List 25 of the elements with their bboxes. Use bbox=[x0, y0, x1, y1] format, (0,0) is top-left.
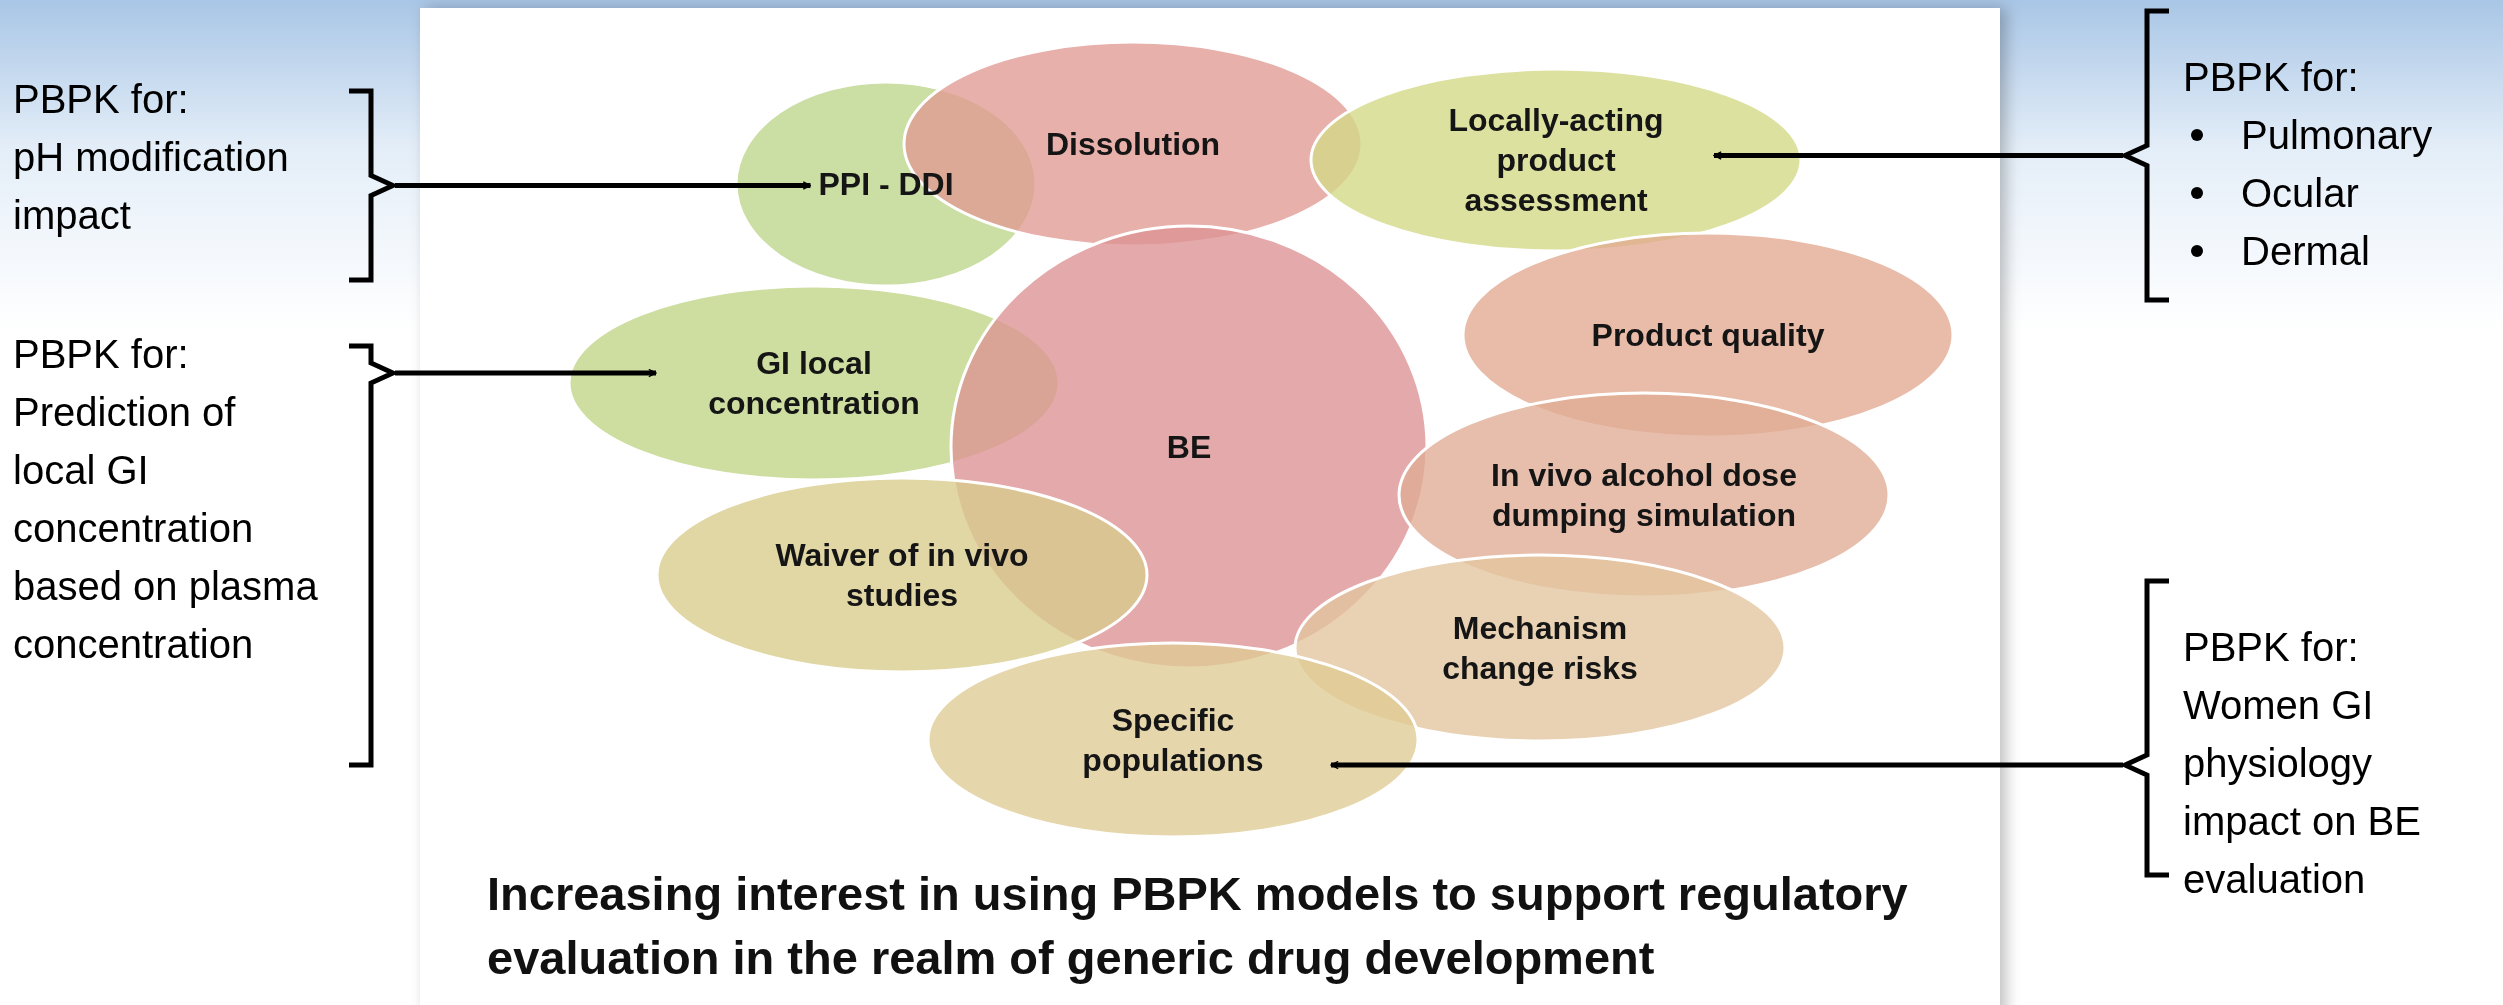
arrow bbox=[395, 181, 812, 190]
note-text: PBPK for: bbox=[13, 331, 190, 378]
ellipse-label: BE bbox=[1166, 428, 1212, 467]
ellipse-label: Locally-acting product assessment bbox=[1447, 101, 1665, 220]
note-text: PBPK for: bbox=[2183, 624, 2360, 671]
ellipse-label: PPI - DDI bbox=[818, 165, 954, 204]
note-text: Pulmonary bbox=[2241, 112, 2433, 159]
ellipse-label: In vivo alcohol dose dumping simulation bbox=[1490, 456, 1798, 535]
note-text: Dermal bbox=[2241, 228, 2370, 275]
note-text: Prediction of local GI concentration based on plasma concentration bbox=[13, 389, 319, 668]
ellipse-label: Specific populations bbox=[1081, 701, 1265, 780]
arrow bbox=[1713, 151, 2123, 160]
ellipse-label: Mechanism change risks bbox=[1441, 609, 1639, 688]
ellipse-label: Waiver of in vivo studies bbox=[774, 536, 1030, 615]
ellipse-label: GI local concentration bbox=[707, 344, 921, 423]
arrow bbox=[395, 368, 657, 378]
note-text: Ocular bbox=[2241, 170, 2359, 217]
note-text: pH modification impact bbox=[13, 134, 290, 239]
ellipse-label: Dissolution bbox=[1045, 125, 1221, 164]
caption: Increasing interest in using PBPK models to support regulatory evaluation in the realm of generic drug development bbox=[487, 866, 1909, 986]
note-text: PBPK for: bbox=[2183, 54, 2360, 101]
arrow bbox=[1330, 760, 2123, 770]
note-text: PBPK for: bbox=[13, 76, 190, 123]
ellipse-label: Product quality bbox=[1591, 316, 1825, 355]
note-text: Women GI physiology impact on BE evaluation bbox=[2183, 682, 2422, 903]
